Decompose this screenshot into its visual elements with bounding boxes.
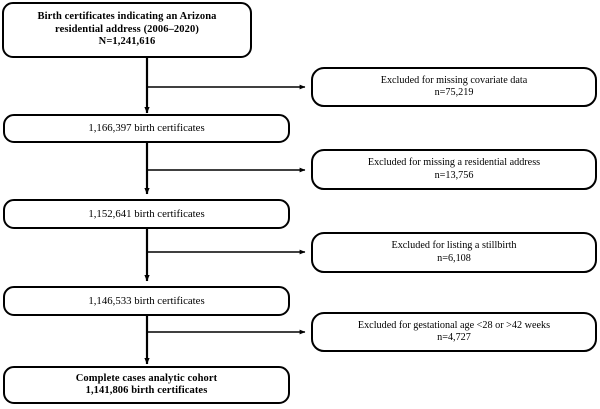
node-after-address: 1,152,641 birth certificates xyxy=(3,199,290,229)
node-excl-covariate-line-1: Excluded for missing covariate data xyxy=(380,74,528,86)
node-after-stillbirth: 1,146,533 birth certificates xyxy=(3,286,290,316)
node-excl-address: Excluded for missing a residential addre… xyxy=(311,149,597,190)
node-excl-gestational-age: Excluded for gestational age <28 or >42 … xyxy=(311,312,597,352)
node-start: Birth certificates indicating an Arizona… xyxy=(2,2,252,58)
node-final-cohort-line-1: Complete cases analytic cohort xyxy=(75,372,218,384)
node-after-covariate: 1,166,397 birth certificates xyxy=(3,114,290,143)
node-excl-stillbirth-line-2: n=6,108 xyxy=(437,252,471,264)
node-excl-address-line-1: Excluded for missing a residential addre… xyxy=(367,157,541,169)
node-excl-stillbirth: Excluded for listing a stillbirth n=6,10… xyxy=(311,232,597,273)
node-excl-gestational-age-line-1: Excluded for gestational age <28 or >42 … xyxy=(357,319,551,331)
node-start-line-2: residential address (2006–2020) xyxy=(55,23,199,35)
node-start-line-3: N=1,241,616 xyxy=(98,36,156,48)
node-start-line-1: Birth certificates indicating an Arizona xyxy=(37,11,217,23)
node-excl-stillbirth-line-1: Excluded for listing a stillbirth xyxy=(391,240,517,252)
node-after-address-line-1: 1,152,641 birth certificates xyxy=(88,207,205,220)
node-after-stillbirth-line-1: 1,146,533 birth certificates xyxy=(88,294,205,307)
node-final-cohort-line-2: 1,141,806 birth certificates xyxy=(85,385,208,396)
node-after-covariate-line-1: 1,166,397 birth certificates xyxy=(88,122,205,135)
node-excl-covariate: Excluded for missing covariate data n=75… xyxy=(311,67,597,107)
node-excl-gestational-age-line-2: n=4,727 xyxy=(437,332,471,343)
node-excl-address-line-2: n=13,756 xyxy=(434,169,474,181)
node-final-cohort: Complete cases analytic cohort 1,141,806… xyxy=(3,366,290,404)
node-excl-covariate-line-2: n=75,219 xyxy=(434,87,474,98)
